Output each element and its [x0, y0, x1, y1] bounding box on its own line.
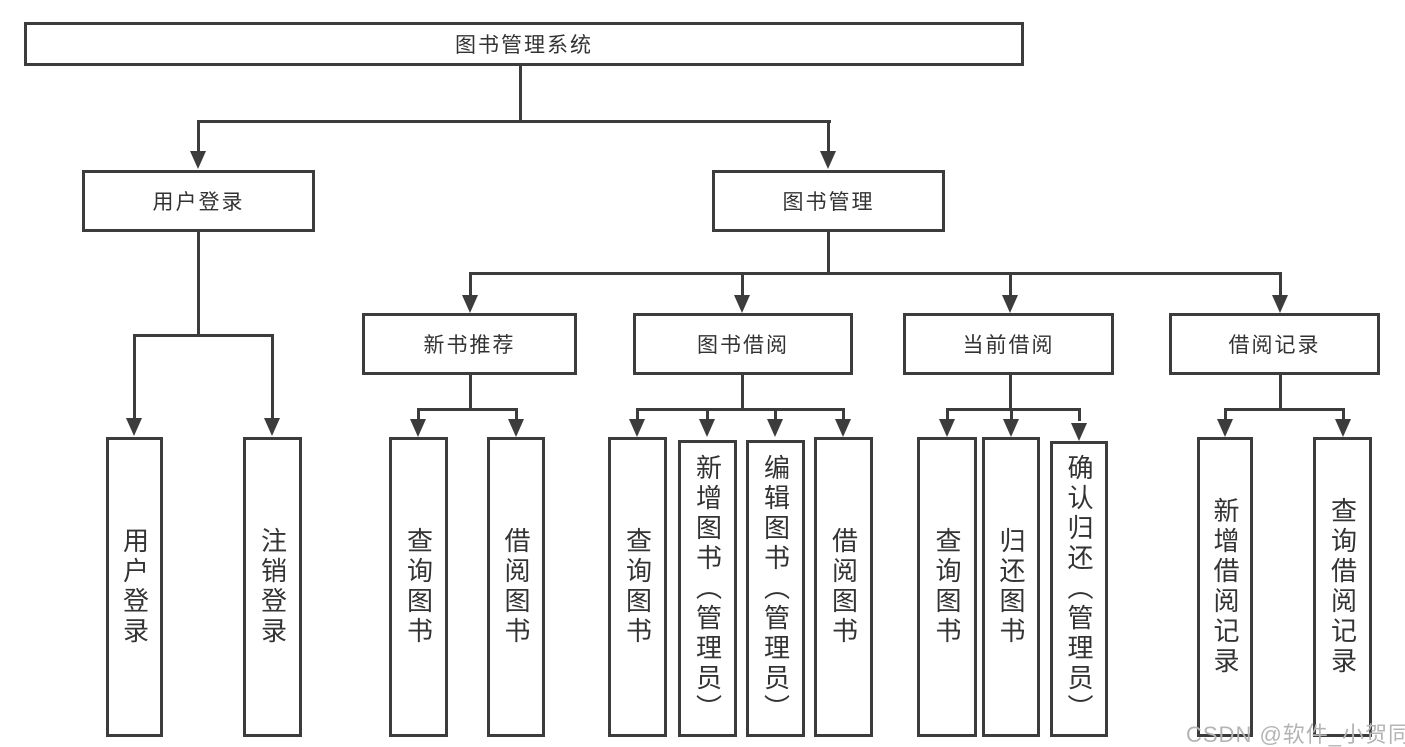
connector-stub — [1342, 408, 1345, 421]
arrowhead-down-icon — [734, 295, 750, 313]
connector-current-hline — [946, 408, 1081, 411]
node-cb-query-book: 查询图书 — [917, 437, 977, 737]
arrowhead-down-icon — [1002, 295, 1018, 313]
arrowhead-down-icon — [1272, 295, 1288, 313]
connector-root-vline — [519, 64, 522, 122]
connector-stub — [636, 408, 639, 421]
connector-stub — [827, 120, 830, 153]
connector-stub — [515, 408, 518, 421]
connector-stub — [469, 272, 472, 297]
connector-stub — [842, 408, 845, 421]
node-new-book-recommend: 新书推荐 — [362, 313, 577, 375]
node-root: 图书管理系统 — [24, 22, 1024, 66]
arrowhead-down-icon — [1003, 419, 1019, 437]
connector-book-mgmt-vline — [827, 230, 830, 275]
arrowhead-down-icon — [190, 151, 206, 169]
connector-stub — [271, 334, 274, 421]
node-bb-add-book: 新增图书（管理员） — [678, 440, 737, 737]
connector-stub — [133, 334, 136, 421]
node-borrow-record: 借阅记录 — [1169, 313, 1380, 375]
arrowhead-down-icon — [1071, 423, 1087, 441]
node-br-query-record: 查询借阅记录 — [1313, 437, 1372, 737]
node-bb-edit-book: 编辑图书（管理员） — [746, 440, 805, 737]
arrowhead-down-icon — [462, 295, 478, 313]
node-bb-borrow-book: 借阅图书 — [814, 437, 873, 737]
node-rec-query-book: 查询图书 — [389, 437, 448, 737]
connector-recommend-hline — [417, 408, 518, 411]
connector-record-vline — [1279, 373, 1282, 411]
connector-user-login-vline — [197, 230, 200, 337]
connector-record-hline — [1224, 408, 1345, 411]
node-user-login: 用户登录 — [82, 170, 315, 232]
connector-user-login-hline — [133, 334, 274, 337]
connector-current-vline — [1009, 373, 1012, 411]
arrowhead-down-icon — [939, 419, 955, 437]
arrowhead-down-icon — [835, 419, 851, 437]
node-rec-borrow-book: 借阅图书 — [487, 437, 545, 737]
arrowhead-down-icon — [1335, 419, 1351, 437]
connector-stub — [1078, 408, 1081, 421]
connector-stub — [417, 408, 420, 421]
connector-stub — [1279, 272, 1282, 297]
csdn-watermark: CSDN @软件_小贺同学 — [1186, 722, 1405, 747]
connector-borrow-hline — [636, 408, 845, 411]
node-user-login-leaf: 用户登录 — [106, 437, 163, 737]
connector-stub — [197, 120, 200, 153]
node-cb-confirm-return: 确认归还（管理员） — [1050, 441, 1108, 737]
arrowhead-down-icon — [508, 419, 524, 437]
connector-stub — [1009, 272, 1012, 297]
connector-recommend-vline — [469, 373, 472, 411]
arrowhead-down-icon — [126, 418, 142, 436]
connector-stub — [774, 408, 777, 421]
connector-stub — [1010, 408, 1013, 421]
connector-stub — [946, 408, 949, 421]
arrowhead-down-icon — [699, 419, 715, 437]
arrowhead-down-icon — [767, 419, 783, 437]
node-cb-return-book: 归还图书 — [982, 437, 1040, 737]
arrowhead-down-icon — [410, 419, 426, 437]
arrowhead-down-icon — [264, 418, 280, 436]
node-logout-leaf: 注销登录 — [243, 437, 302, 737]
arrowhead-down-icon — [820, 151, 836, 169]
node-br-add-record: 新增借阅记录 — [1197, 437, 1253, 737]
node-book-management: 图书管理 — [712, 170, 945, 232]
connector-stub — [1224, 408, 1227, 421]
connector-book-mgmt-hline — [469, 272, 1282, 275]
arrowhead-down-icon — [1217, 419, 1233, 437]
connector-root-hline — [197, 120, 831, 123]
connector-borrow-vline — [741, 373, 744, 411]
connector-stub — [741, 272, 744, 297]
node-bb-query-book: 查询图书 — [608, 437, 667, 737]
node-book-borrow: 图书借阅 — [633, 313, 853, 375]
node-current-borrow: 当前借阅 — [903, 313, 1114, 375]
arrowhead-down-icon — [629, 419, 645, 437]
connector-stub — [706, 408, 709, 421]
